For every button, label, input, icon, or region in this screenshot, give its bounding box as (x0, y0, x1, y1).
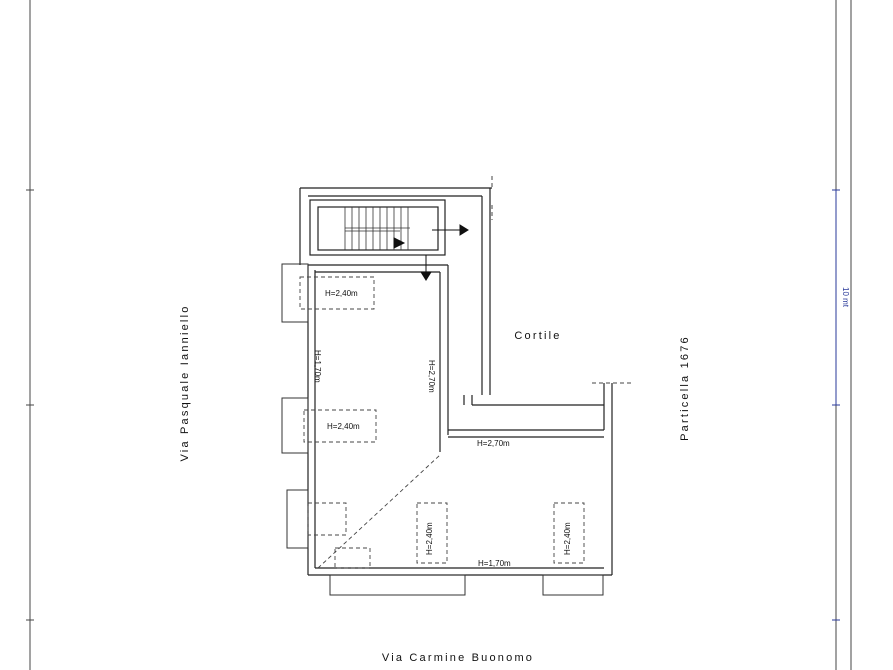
scale-bar (832, 189, 840, 621)
scale-label: 10 mt (841, 287, 850, 308)
mezzanine-outlines (299, 276, 585, 569)
height-label: H=2,70m (427, 360, 436, 393)
stair-arrow-icon (393, 237, 406, 249)
street-label-bottom: Via Carmine Buonomo (382, 652, 534, 664)
sheet-frame (26, 0, 852, 670)
courtyard-stubs (491, 176, 634, 384)
height-label: H=2,40m (425, 522, 434, 555)
street-label-left: Via Pasquale Ianniello (179, 304, 191, 461)
window-niches (281, 263, 604, 596)
height-label: H=1,70m (478, 559, 511, 568)
height-label: H=1,70m (313, 350, 322, 383)
height-label: H=2,40m (327, 422, 360, 431)
courtyard-label: Cortile (514, 330, 561, 342)
height-label: H=2,40m (325, 289, 358, 298)
height-label: H=2,40m (563, 522, 572, 555)
door-arrow-icon (420, 224, 469, 281)
height-label: H=2,70m (477, 439, 510, 448)
building-walls (299, 187, 613, 576)
parcel-label: Particella 1676 (679, 335, 691, 441)
